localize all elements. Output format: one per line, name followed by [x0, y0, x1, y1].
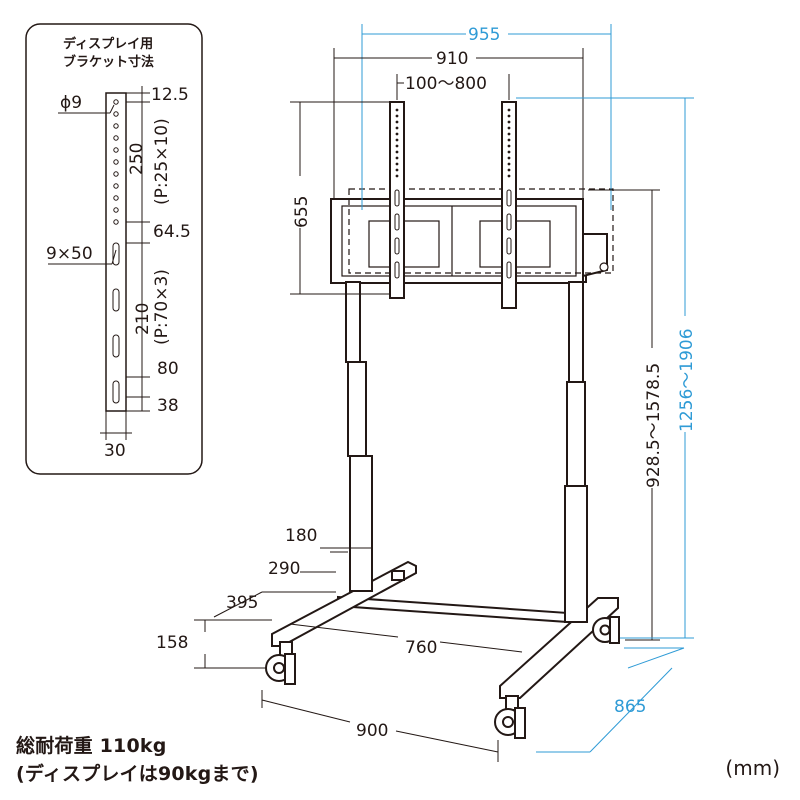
dim-depth-290: 290	[268, 559, 300, 579]
vesa-slot	[394, 213, 400, 231]
stand-drawing	[265, 101, 620, 739]
vesa-hole	[395, 174, 399, 178]
inset-gap: 64.5	[153, 222, 191, 242]
inset-hole-span: 250	[127, 143, 147, 175]
vesa-hole	[395, 126, 399, 130]
vesa-hole	[395, 138, 399, 142]
dim-frame-width: 910	[436, 49, 468, 69]
caster-rear-left	[391, 570, 405, 581]
inset-slot-pitch: (P:70×3)	[152, 269, 172, 345]
bracket-hole	[113, 135, 119, 141]
vesa-hole	[507, 150, 511, 154]
vesa-hole	[395, 162, 399, 166]
bracket-hole	[113, 171, 119, 177]
vesa-slot	[506, 261, 512, 279]
vesa-slot	[506, 213, 512, 231]
dim-bracket-height: 655	[292, 196, 312, 228]
inset-width: 30	[104, 441, 126, 461]
inset-hole-pitch: (P:25×10)	[152, 118, 172, 205]
vesa-hole	[395, 144, 399, 148]
base-crossbar	[337, 595, 569, 624]
vesa-hole	[395, 114, 399, 118]
caster-front-left	[265, 641, 296, 685]
inset-dimension-lines	[48, 86, 150, 440]
bracket-hole	[113, 147, 119, 153]
vesa-bracket-holes	[394, 108, 512, 279]
vesa-hole	[395, 132, 399, 136]
inset-title-line1: ディスプレイ用	[63, 36, 153, 52]
dim-depth-395: 395	[226, 593, 258, 613]
dim-base-width: 900	[356, 721, 388, 741]
dimension-lines: 955 910 100〜800 655	[156, 24, 697, 762]
bracket-slot	[112, 288, 120, 312]
right-column-lower	[564, 485, 588, 623]
bracket-slot	[112, 334, 120, 358]
bracket-hole	[113, 219, 119, 225]
vesa-hole	[507, 138, 511, 142]
vesa-hole	[507, 120, 511, 124]
bracket-dimension-inset: ディスプレイ用 ブラケット寸法	[25, 23, 203, 475]
inset-bottom-offset: 38	[157, 396, 179, 416]
dim-depth-180: 180	[285, 526, 317, 546]
left-column-mid	[347, 361, 367, 457]
vesa-hole	[507, 114, 511, 118]
vesa-slot	[394, 261, 400, 279]
bracket-hole	[113, 111, 119, 117]
vesa-hole	[395, 120, 399, 124]
caster-front-right	[494, 695, 526, 739]
vesa-hole	[395, 150, 399, 154]
vesa-hole	[507, 174, 511, 178]
dim-inner-width: 760	[405, 638, 437, 658]
inset-top-offset: 12.5	[151, 85, 189, 105]
base-foot-left	[271, 560, 417, 647]
bracket-hole	[113, 207, 119, 213]
vesa-slot	[506, 237, 512, 255]
bracket-hole	[113, 183, 119, 189]
inset-hole-diameter: ϕ9	[60, 93, 82, 113]
inset-slot-span: 210	[133, 303, 153, 335]
vesa-hole	[507, 132, 511, 136]
dim-center-height: 928.5〜1578.5	[644, 363, 664, 488]
vesa-slot	[506, 189, 512, 207]
right-column-upper	[568, 281, 584, 383]
vesa-slot	[394, 237, 400, 255]
inset-bracket-holes	[113, 99, 119, 225]
load-capacity-caption: 総耐荷重 110kg (ディスプレイは90kgまで)	[16, 732, 259, 788]
caption-line2: (ディスプレイは90kgまで)	[16, 763, 259, 785]
mounting-frame-inner	[341, 205, 577, 277]
inset-slot-size: 9×50	[46, 244, 93, 264]
bracket-hole	[113, 195, 119, 201]
inset-slot-offset: 80	[157, 359, 179, 379]
caption-line1: 総耐荷重 110kg	[16, 735, 167, 757]
vesa-hole	[395, 156, 399, 160]
vesa-slot	[394, 189, 400, 207]
vesa-hole	[395, 168, 399, 172]
bracket-slot	[112, 380, 120, 404]
dim-depth-865: 865	[614, 697, 646, 717]
bracket-hole	[113, 159, 119, 165]
bracket-hole	[113, 99, 119, 105]
vesa-hole	[507, 144, 511, 148]
display-outline	[348, 188, 614, 274]
dim-total-height: 1256〜1906	[677, 328, 697, 432]
vesa-hole	[507, 126, 511, 130]
inset-title-line2: ブラケット寸法	[63, 54, 154, 70]
vesa-hole	[395, 108, 399, 112]
vesa-hole	[507, 156, 511, 160]
caster-rear-right	[592, 616, 620, 644]
vesa-hole	[507, 162, 511, 166]
bracket-hole	[113, 123, 119, 129]
base-foot-right	[499, 597, 619, 699]
dim-base-height: 158	[156, 633, 188, 653]
left-column-lower	[349, 455, 373, 592]
dim-vesa-range: 100〜800	[405, 74, 487, 94]
dim-overall-width: 955	[468, 25, 500, 45]
inset-bracket-slots	[112, 242, 120, 404]
vesa-hole	[507, 168, 511, 172]
right-column-mid	[566, 381, 586, 487]
unit-label: (mm)	[725, 756, 780, 780]
bracket-slot	[112, 242, 120, 266]
vesa-hole	[507, 108, 511, 112]
